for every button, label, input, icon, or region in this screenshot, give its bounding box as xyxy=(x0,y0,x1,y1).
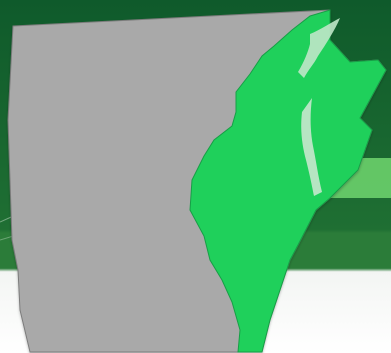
river-feature-upper xyxy=(298,18,340,78)
river-feature xyxy=(301,98,322,196)
highlighted-region xyxy=(189,9,387,353)
